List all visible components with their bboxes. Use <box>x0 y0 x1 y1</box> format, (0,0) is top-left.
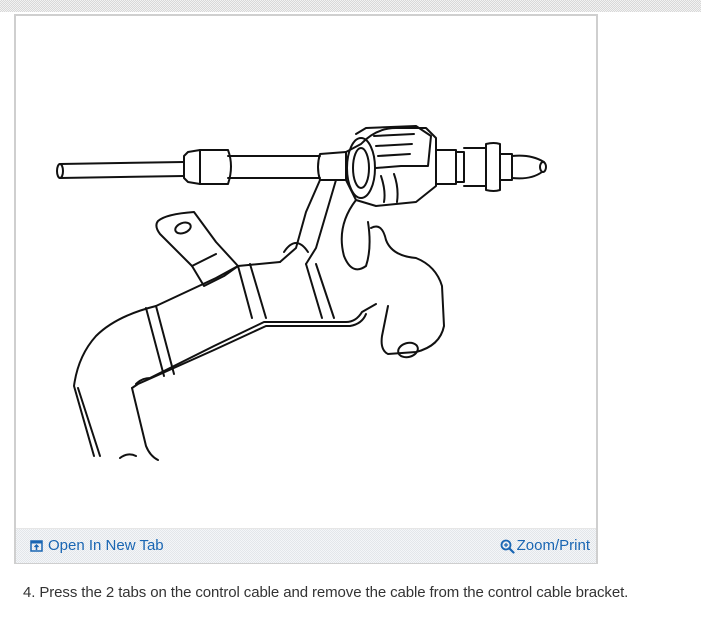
open-in-new-tab-label: Open In New Tab <box>48 537 164 554</box>
zoom-print-label: Zoom/Print <box>516 537 590 554</box>
top-dotted-strip <box>0 0 701 12</box>
figure-footer-bar: Open In New Tab Zoom/Print <box>16 528 596 563</box>
magnifier-zoom-icon <box>500 539 515 554</box>
zoom-print-link[interactable]: Zoom/Print <box>500 537 590 555</box>
figure-frame: Open In New Tab Zoom/Print <box>14 14 598 564</box>
open-in-new-tab-link[interactable]: Open In New Tab <box>30 537 164 555</box>
open-in-new-tab-icon <box>30 540 43 552</box>
control-cable-drawing <box>56 125 547 461</box>
step-caption: 4. Press the 2 tabs on the control cable… <box>23 584 629 601</box>
diagram-image[interactable] <box>16 16 596 528</box>
